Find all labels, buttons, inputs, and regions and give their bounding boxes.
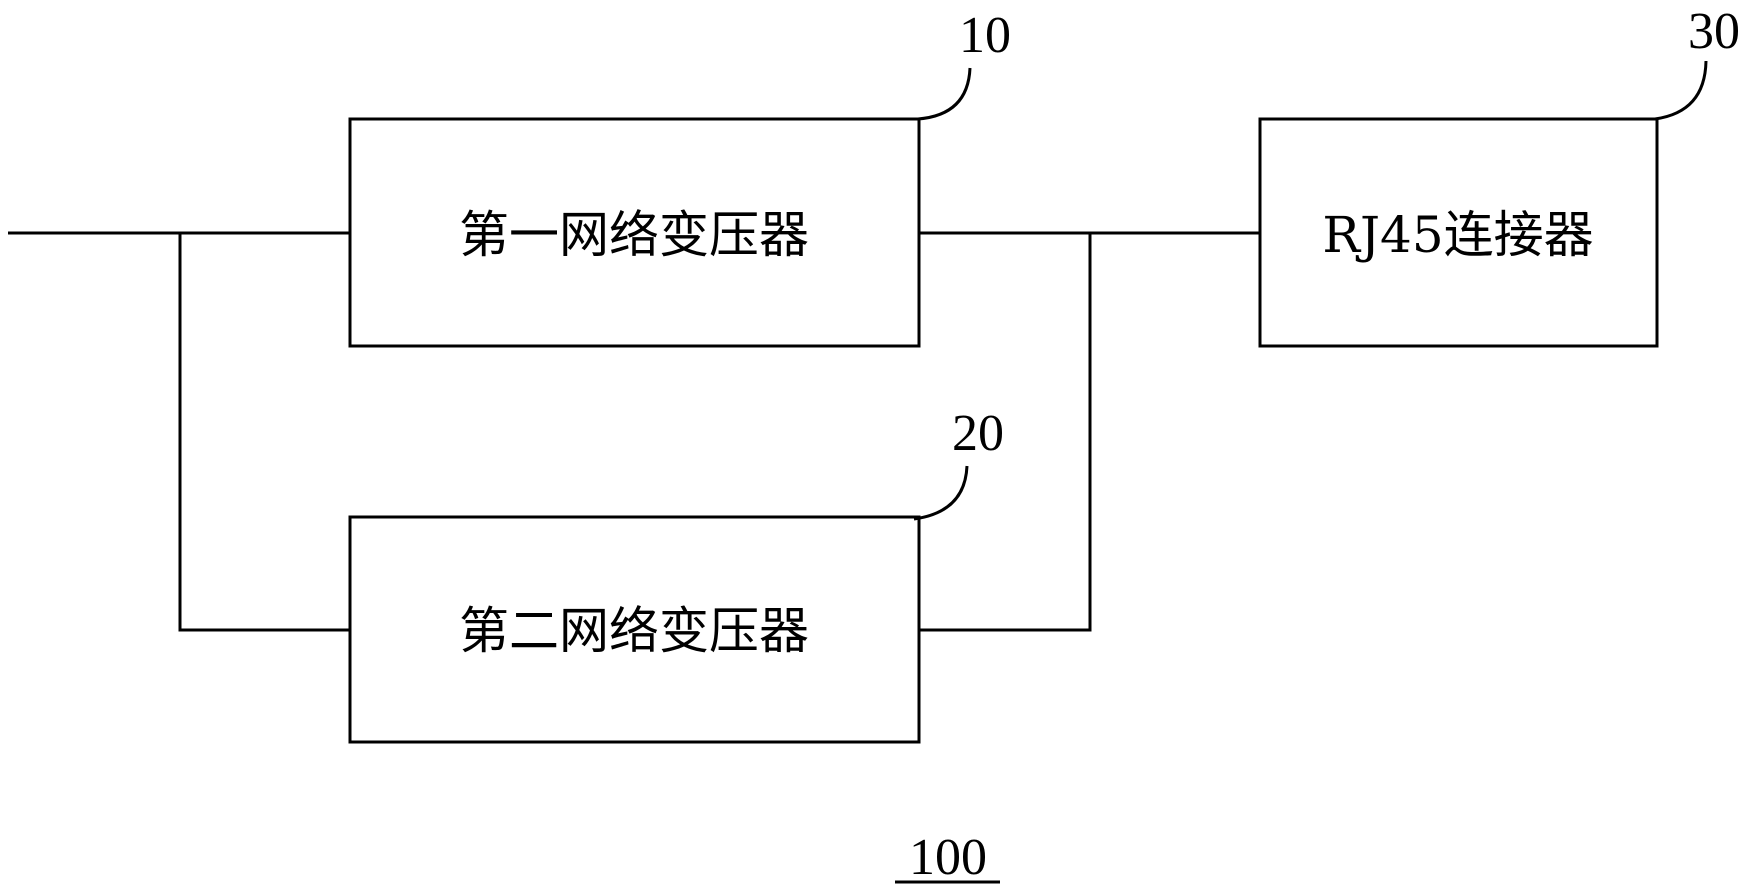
ref-number-20: 20 (952, 405, 1004, 462)
leader-line-20 (913, 465, 969, 521)
ref-number-10: 10 (959, 7, 1011, 64)
leader-line-30 (1654, 60, 1708, 121)
leader-line-10 (917, 67, 972, 121)
figure-ref-number: 100 (909, 829, 987, 886)
branch-wire-right (919, 233, 1092, 632)
branch-wire-left (178, 233, 350, 632)
block-label-rj45-connector: RJ45连接器 (1322, 206, 1593, 264)
block-label-first-transformer: 第一网络变压器 (459, 206, 809, 264)
ref-number-30: 30 (1688, 3, 1740, 60)
block-label-second-transformer: 第二网络变压器 (459, 602, 809, 660)
